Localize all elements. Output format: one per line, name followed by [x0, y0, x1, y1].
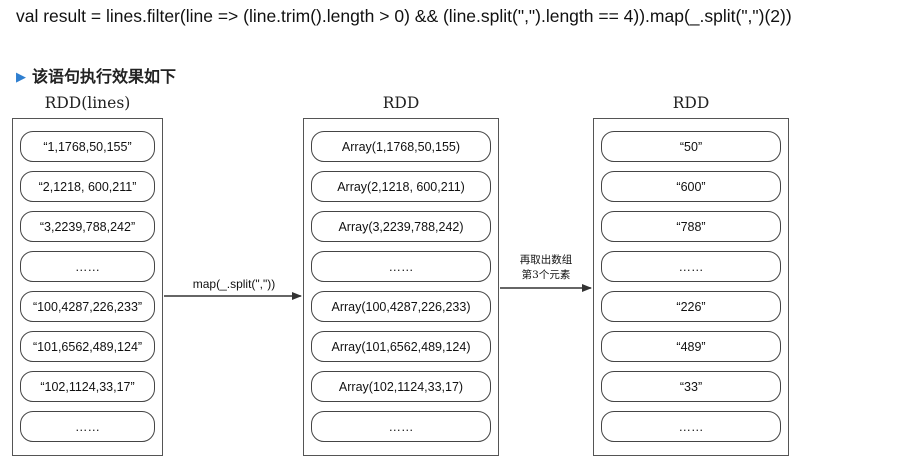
list-item: …… [311, 411, 491, 442]
list-item: “788” [601, 211, 781, 242]
take-third-element-label-line2: 第3个元素 [521, 269, 571, 281]
list-item: Array(2,1218, 600,211) [311, 171, 491, 202]
code-statement: val result = lines.filter(line => (line.… [16, 6, 792, 26]
list-item: “226” [601, 291, 781, 322]
take-third-element-label: 再取出数组 第3个元素 [500, 253, 592, 283]
rdd-arrays-panel: Array(1,1768,50,155) Array(2,1218, 600,2… [303, 118, 499, 456]
list-item: “600” [601, 171, 781, 202]
list-item: “100,4287,226,233” [20, 291, 155, 322]
list-item: …… [20, 251, 155, 282]
list-item: …… [311, 251, 491, 282]
section-heading: ▶ 该语句执行效果如下 [16, 63, 176, 87]
list-item: Array(101,6562,489,124) [311, 331, 491, 362]
column-title-lines: RDD(lines) [44, 94, 131, 112]
list-item: Array(1,1768,50,155) [311, 131, 491, 162]
list-item: …… [601, 251, 781, 282]
list-item: “3,2239,788,242” [20, 211, 155, 242]
rdd-lines-panel: “1,1768,50,155” “2,1218, 600,211” “3,223… [12, 118, 163, 456]
take-third-element-label-line1: 再取出数组 [519, 254, 573, 266]
list-item: “102,1124,33,17” [20, 371, 155, 402]
section-heading-text: 该语句执行效果如下 [32, 69, 177, 86]
list-item: …… [20, 411, 155, 442]
list-item: “50” [601, 131, 781, 162]
list-item: Array(100,4287,226,233) [311, 291, 491, 322]
list-item: “489” [601, 331, 781, 362]
list-item: “1,1768,50,155” [20, 131, 155, 162]
list-item: “101,6562,489,124” [20, 331, 155, 362]
triangle-bullet-icon: ▶ [16, 69, 26, 84]
list-item: Array(102,1124,33,17) [311, 371, 491, 402]
column-title-rdd-arrays: RDD [382, 94, 420, 112]
column-title-rdd-result: RDD [672, 94, 710, 112]
rdd-result-panel: “50” “600” “788” …… “226” “489” “33” …… [593, 118, 789, 456]
list-item: Array(3,2239,788,242) [311, 211, 491, 242]
map-split-label: map(_.split(",")) [192, 277, 276, 291]
list-item: …… [601, 411, 781, 442]
list-item: “2,1218, 600,211” [20, 171, 155, 202]
list-item: “33” [601, 371, 781, 402]
